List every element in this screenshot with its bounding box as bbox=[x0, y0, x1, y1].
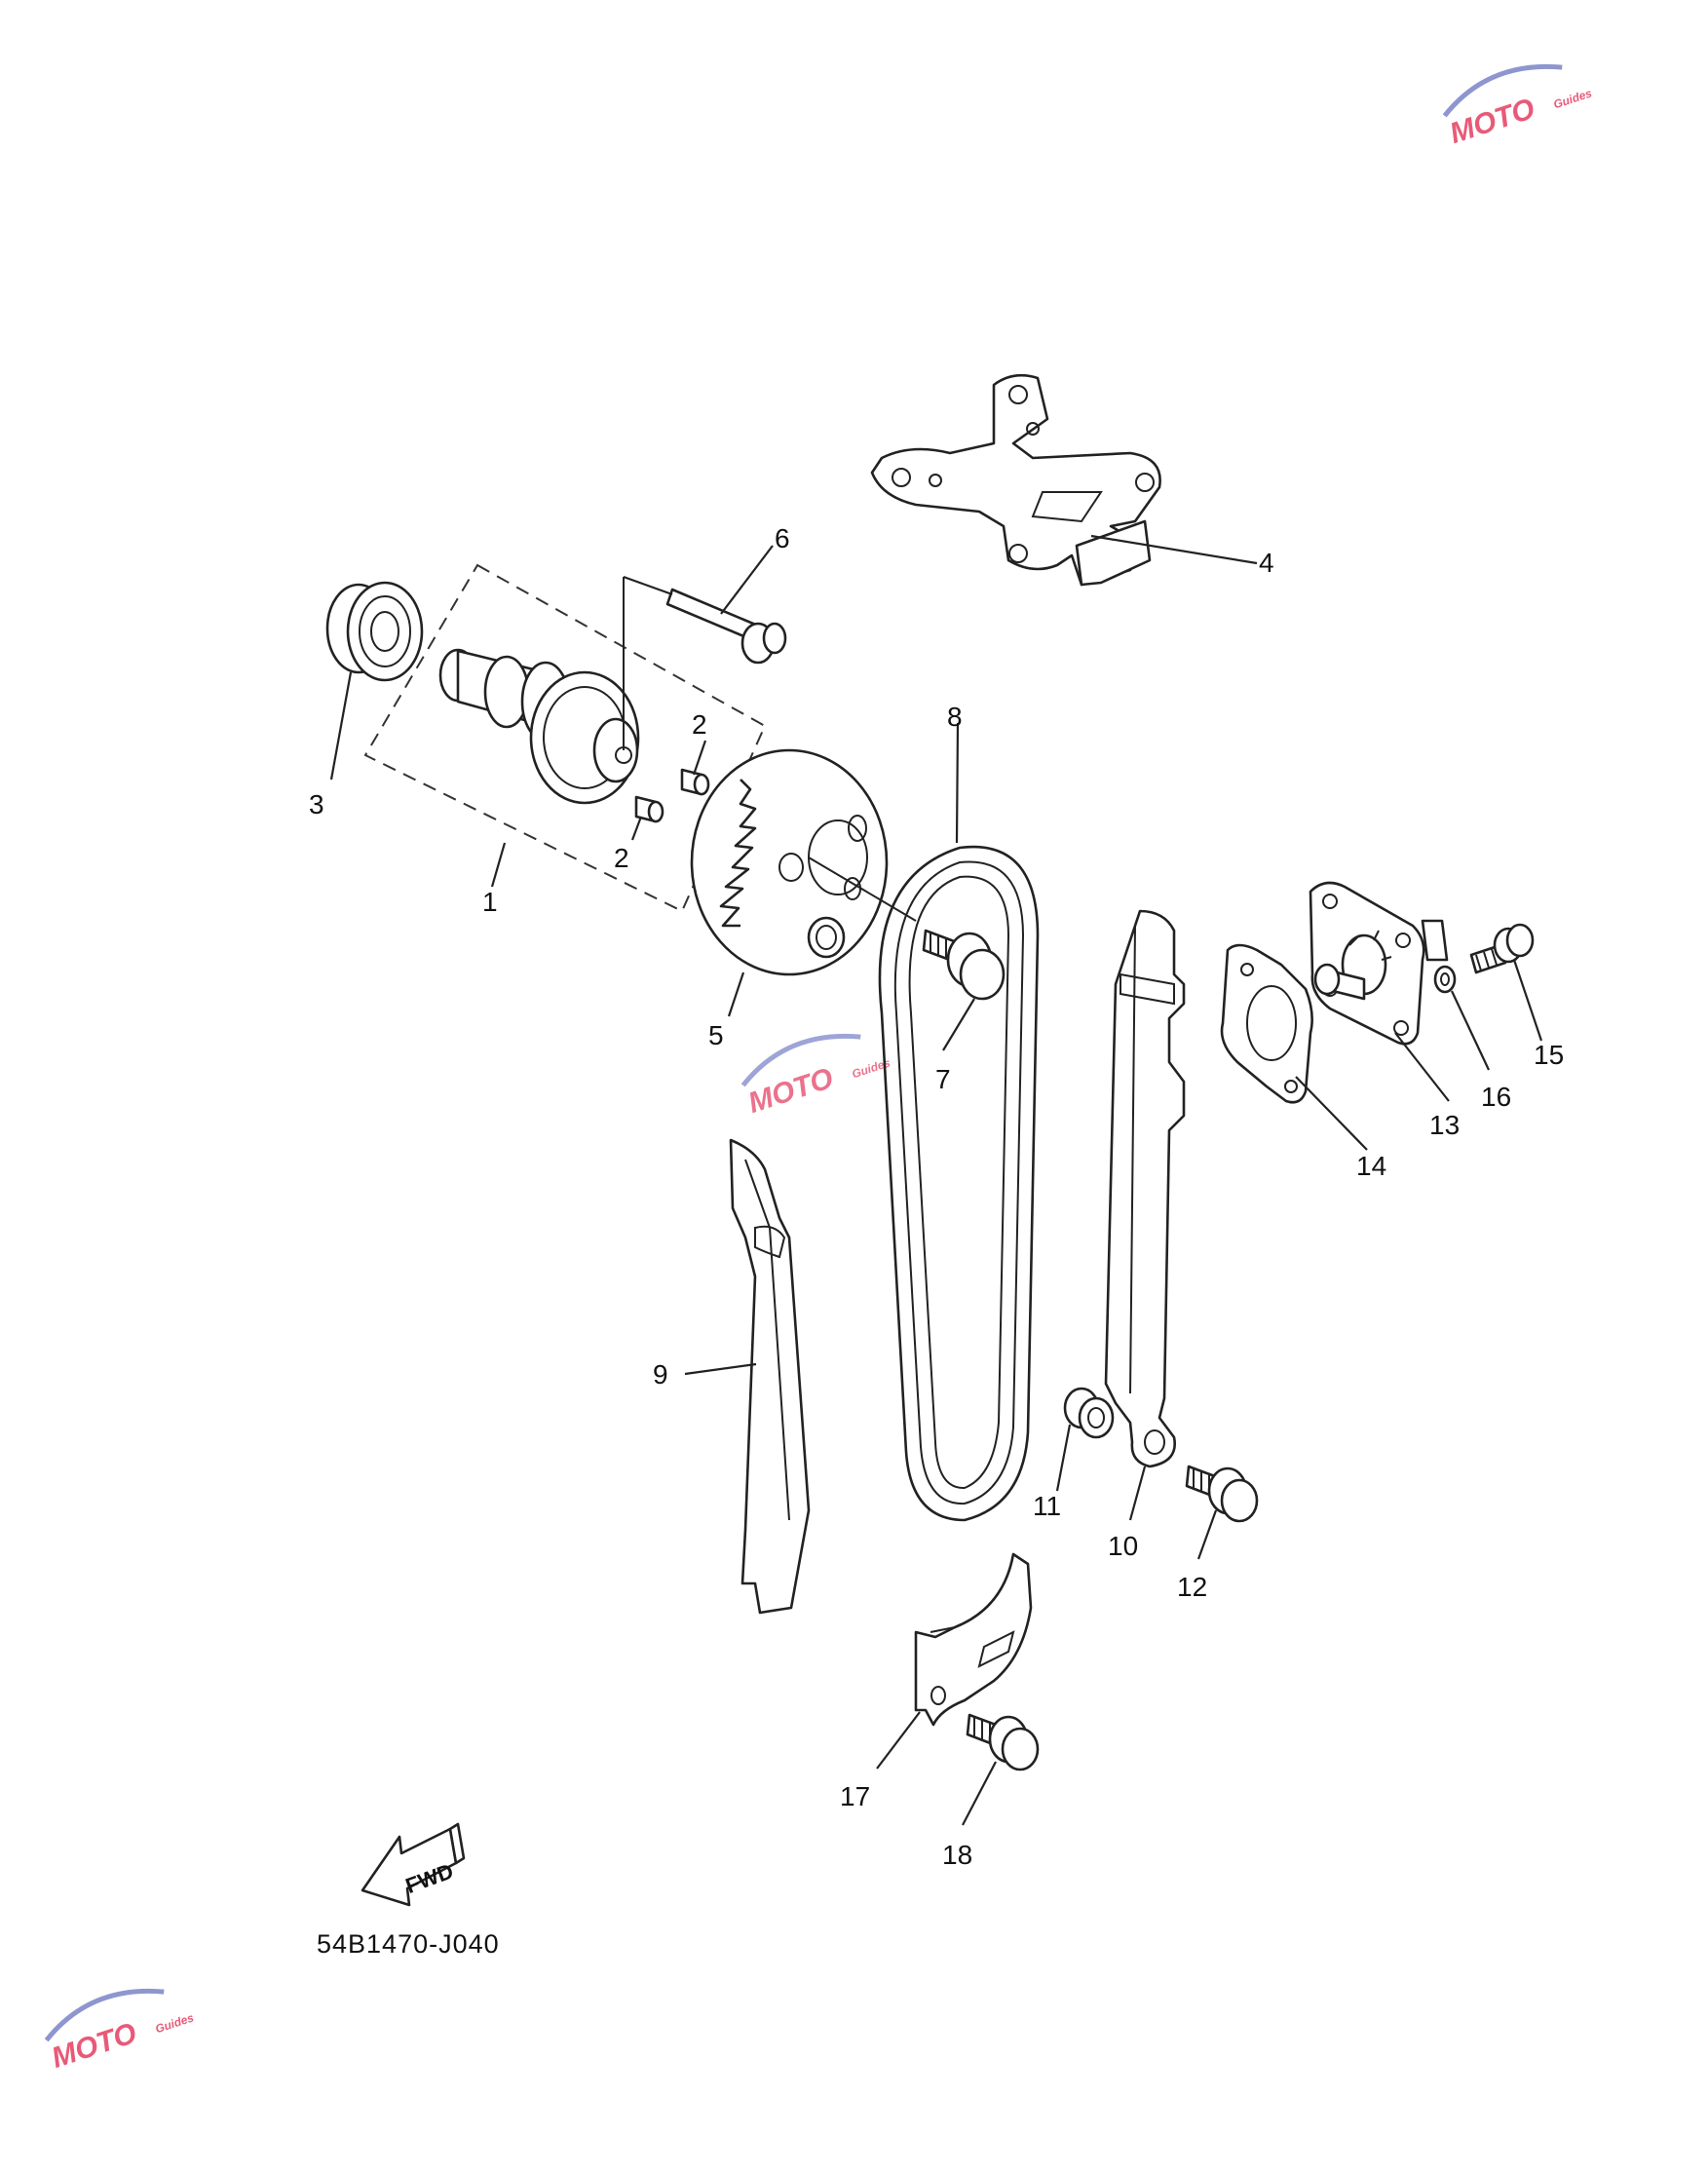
part-13-tensioner bbox=[1309, 881, 1449, 1046]
part-15-bolt bbox=[1469, 923, 1535, 974]
label-part-17: 17 bbox=[840, 1781, 870, 1811]
watermark-bottom: MOTO Guides bbox=[44, 1988, 196, 2075]
label-part-9: 9 bbox=[653, 1359, 668, 1390]
label-part-18: 18 bbox=[942, 1840, 972, 1870]
label-part-6: 6 bbox=[775, 523, 790, 553]
label-part-5: 5 bbox=[708, 1020, 724, 1050]
part-5-sprocket bbox=[690, 748, 917, 976]
part-8-timing-chain bbox=[878, 845, 1040, 1522]
leader-lines bbox=[329, 534, 1543, 1826]
label-part-11: 11 bbox=[1033, 1491, 1061, 1521]
part-6-pin bbox=[665, 588, 787, 665]
part-16-washer bbox=[1433, 965, 1457, 994]
label-part-1: 1 bbox=[482, 887, 498, 917]
part-4-bracket-plate bbox=[870, 373, 1161, 587]
watermark-sub: Guides bbox=[1552, 86, 1594, 111]
part-11-collar bbox=[1063, 1387, 1115, 1439]
part-3-bearing bbox=[325, 581, 424, 682]
label-part-4: 4 bbox=[1259, 548, 1274, 578]
label-part-12: 12 bbox=[1177, 1572, 1207, 1602]
label-part-13: 13 bbox=[1429, 1110, 1460, 1140]
label-part-15: 15 bbox=[1534, 1040, 1564, 1070]
label-part-8: 8 bbox=[947, 702, 963, 732]
watermark-middle: MOTO Guides bbox=[740, 1033, 892, 1120]
label-part-7: 7 bbox=[935, 1064, 951, 1094]
label-part-10: 10 bbox=[1108, 1531, 1138, 1561]
watermark-top: MOTO Guides bbox=[1442, 63, 1594, 150]
part-2-dowel-pin-upper bbox=[680, 768, 710, 796]
label-part-16: 16 bbox=[1481, 1082, 1511, 1112]
part-17-chain-guide-lower bbox=[914, 1552, 1033, 1727]
part-9-chain-guide bbox=[729, 1138, 811, 1615]
part-2-dowel-pin-lower bbox=[634, 795, 664, 823]
label-part-2-upper: 2 bbox=[692, 709, 707, 740]
part-18-bolt bbox=[966, 1713, 1040, 1771]
label-part-2-lower: 2 bbox=[614, 843, 629, 873]
watermark-sub: Guides bbox=[154, 2010, 196, 2036]
label-part-3: 3 bbox=[309, 789, 324, 819]
part-labels: 1 2 2 3 4 5 6 7 8 9 10 11 12 13 14 15 16… bbox=[309, 523, 1564, 1870]
forward-arrow-icon: FWD bbox=[361, 1822, 466, 1907]
part-12-bolt bbox=[1185, 1465, 1259, 1523]
part-7-bolt bbox=[922, 929, 1006, 1001]
part-10-tensioner-guide bbox=[1104, 909, 1186, 1468]
part-1-camshaft-assembly bbox=[363, 563, 767, 913]
label-part-14: 14 bbox=[1356, 1151, 1386, 1181]
drawing-code: 54B1470-J040 bbox=[317, 1929, 500, 1959]
part-14-gasket bbox=[1220, 943, 1313, 1104]
